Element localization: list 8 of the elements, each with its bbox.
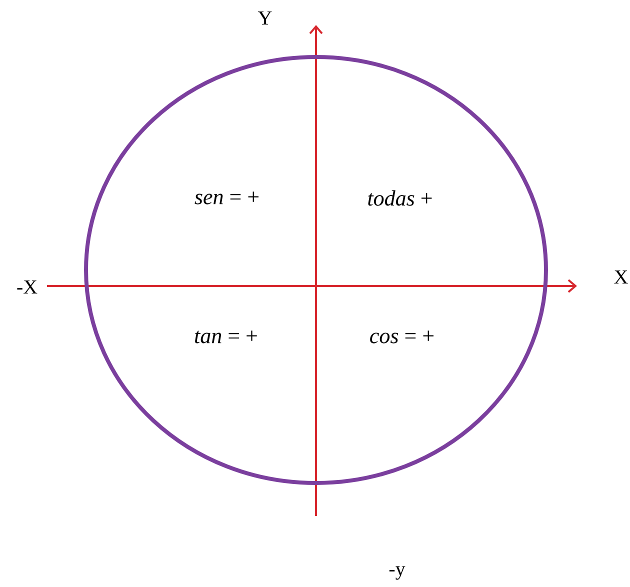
axis-label: X	[614, 270, 628, 284]
quadrant-sign: sen = +	[194, 192, 258, 204]
quadrant-sign: cos = +	[370, 330, 434, 344]
quadrant-sign: tan = +	[195, 330, 257, 344]
quadrant-sign: todas +	[368, 190, 432, 206]
axis-label: -X	[17, 280, 38, 294]
axis-label: Y	[258, 11, 272, 25]
axis-label: -y	[389, 566, 406, 580]
